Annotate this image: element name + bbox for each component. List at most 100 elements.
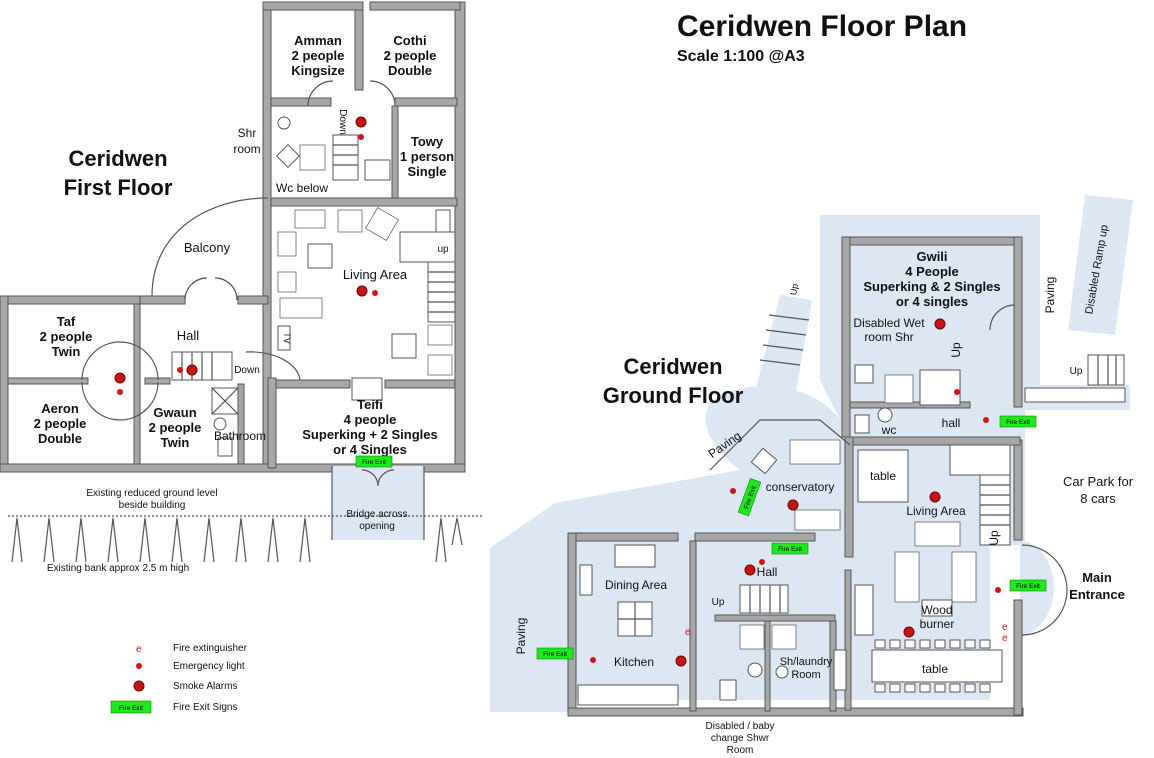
emergency-light — [730, 488, 736, 494]
label-up-ramp: Up — [788, 283, 800, 296]
label-kitchen: Kitchen — [614, 655, 654, 669]
label-up-ff: up — [437, 244, 449, 255]
legend-fire-exit-symbol-label: Fire Exit — [119, 705, 143, 712]
room-towy-name: Towy — [411, 134, 444, 149]
room-amman: Amman 2 people Kingsize — [291, 33, 344, 78]
room-cothi-name: Cothi — [393, 33, 426, 48]
label-disabled-shwr-2: change Shwr — [711, 733, 770, 744]
room-aeron-capacity: 2 people — [34, 416, 87, 431]
label-wet-room-1: Disabled Wet — [853, 316, 925, 330]
smoke-alarm — [787, 499, 799, 511]
label-sh-laundry-1: Sh/laundry — [780, 656, 833, 668]
label-bridge-2: opening — [359, 521, 395, 532]
label-wet-room-2: room Shr — [864, 330, 913, 344]
label-tv: TV — [282, 332, 292, 344]
room-gwaun: Gwaun 2 people Twin — [149, 405, 202, 450]
bank-marks — [8, 515, 482, 563]
first-floor-heading-1: Ceridwen — [68, 146, 167, 171]
room-teifi-beds: Superking + 2 Singles — [302, 427, 437, 442]
label-down-hall: Down — [234, 365, 260, 376]
first-floor-labels: Shr room Wc below Balcony Living Area Ha… — [47, 109, 449, 574]
label-main-entrance-2: Entrance — [1069, 587, 1125, 602]
room-taf: Taf 2 people Twin — [40, 314, 93, 359]
first-floor-stairs-top — [332, 134, 391, 181]
label-car-park-2: 8 cars — [1080, 491, 1116, 506]
room-aeron-name: Aeron — [41, 401, 79, 416]
room-towy-bed: Single — [407, 164, 446, 179]
room-amman-capacity: 2 people — [292, 48, 345, 63]
smoke-alarm — [744, 564, 756, 576]
legend-extinguisher-symbol: e — [136, 644, 142, 655]
room-taf-capacity: 2 people — [40, 329, 93, 344]
label-disabled-shwr-1: Disabled / baby — [706, 721, 775, 732]
room-teifi-alt: or 4 Singles — [333, 442, 407, 457]
emergency-light — [372, 290, 378, 296]
label-car-park-1: Car Park for — [1063, 474, 1134, 489]
label-wc-below: Wc below — [276, 181, 328, 195]
room-taf-bed: Twin — [52, 344, 81, 359]
ground-floor-walls — [567, 236, 1024, 717]
living-stairs — [399, 209, 456, 323]
label-dining-area: Dining Area — [605, 578, 667, 592]
label-paving-left: Paving — [514, 618, 528, 655]
smoke-alarm — [675, 655, 687, 667]
plan-scale: Scale 1:100 @A3 — [677, 48, 805, 65]
legend-emergency-light: Emergency light — [173, 661, 245, 672]
fire-exit-sign: Fire Exit — [355, 455, 393, 468]
room-aeron-bed: Double — [38, 431, 82, 446]
room-gwili: Gwili 4 People Superking & 2 Singles or … — [863, 249, 1000, 309]
room-cothi: Cothi 2 people Double — [384, 33, 437, 78]
label-wood-burner-2: burner — [920, 617, 955, 631]
room-amman-name: Amman — [294, 33, 342, 48]
label-bridge-1: Bridge across — [346, 509, 407, 520]
label-wc: wc — [881, 423, 897, 437]
room-towy-capacity: 1 person — [400, 149, 454, 164]
smoke-alarm — [186, 364, 198, 376]
room-gwaun-name: Gwaun — [153, 405, 196, 420]
fire-exit-sign-label: Fire Exit — [778, 546, 802, 553]
fire-extinguisher: e — [1002, 622, 1008, 633]
room-teifi-capacity: 4 people — [344, 412, 397, 427]
label-wood-burner-1: Wood — [921, 603, 952, 617]
ground-floor-furniture — [577, 304, 1126, 706]
label-up-hall: Up — [712, 597, 725, 608]
label-hall-gf: Hall — [757, 565, 778, 579]
room-teifi-name: Teifi — [357, 397, 383, 412]
label-living-area-gf: Living Area — [906, 504, 966, 518]
smoke-alarm — [355, 116, 367, 128]
fire-exit-sign: Fire Exit — [999, 415, 1037, 428]
label-living-area-ff: Living Area — [343, 267, 408, 282]
fire-extinguishers: e e e — [685, 622, 1008, 644]
ground-floor-heading-2: Ground Floor — [603, 383, 744, 408]
label-hall-small: hall — [942, 416, 961, 430]
fire-exit-sign-label: Fire Exit — [1006, 419, 1030, 426]
fire-exit-sign-label: Fire Exit — [543, 651, 567, 658]
smoke-alarm — [114, 372, 126, 384]
fire-exit-signs: Fire Exit Fire Exit Fire Exit Fire Exit … — [355, 415, 1047, 660]
ground-floor-heading-1: Ceridwen — [623, 354, 722, 379]
fire-exit-sign-label: Fire Exit — [362, 459, 386, 466]
room-teifi: Teifi 4 people Superking + 2 Singles or … — [302, 397, 437, 457]
legend: e Fire extinguisher Emergency light Smok… — [110, 643, 248, 714]
smoke-alarm — [903, 626, 915, 638]
label-sh-laundry-2: Room — [791, 669, 820, 681]
label-conservatory: conservatory — [766, 480, 835, 494]
emergency-light — [759, 559, 765, 565]
legend-emergency-light-symbol — [136, 663, 142, 669]
label-balcony: Balcony — [184, 240, 231, 255]
label-hall-ff: Hall — [177, 328, 200, 343]
room-taf-name: Taf — [57, 314, 76, 329]
room-gwili-alt: or 4 singles — [896, 294, 968, 309]
emergency-light — [117, 389, 123, 395]
emergency-light — [983, 417, 989, 423]
label-bank: Existing bank approx 2.5 m high — [47, 563, 189, 574]
first-floor-furniture — [81, 80, 456, 540]
room-gwaun-bed: Twin — [161, 435, 190, 450]
label-up-gwili: Up — [949, 342, 963, 358]
emergency-light — [358, 134, 364, 140]
legend-fire-exit-symbol — [110, 700, 152, 714]
label-reduced-level-2: beside building — [119, 500, 186, 511]
smoke-alarm — [356, 285, 368, 297]
smoke-alarm — [934, 318, 946, 330]
label-table-living: table — [870, 469, 896, 483]
